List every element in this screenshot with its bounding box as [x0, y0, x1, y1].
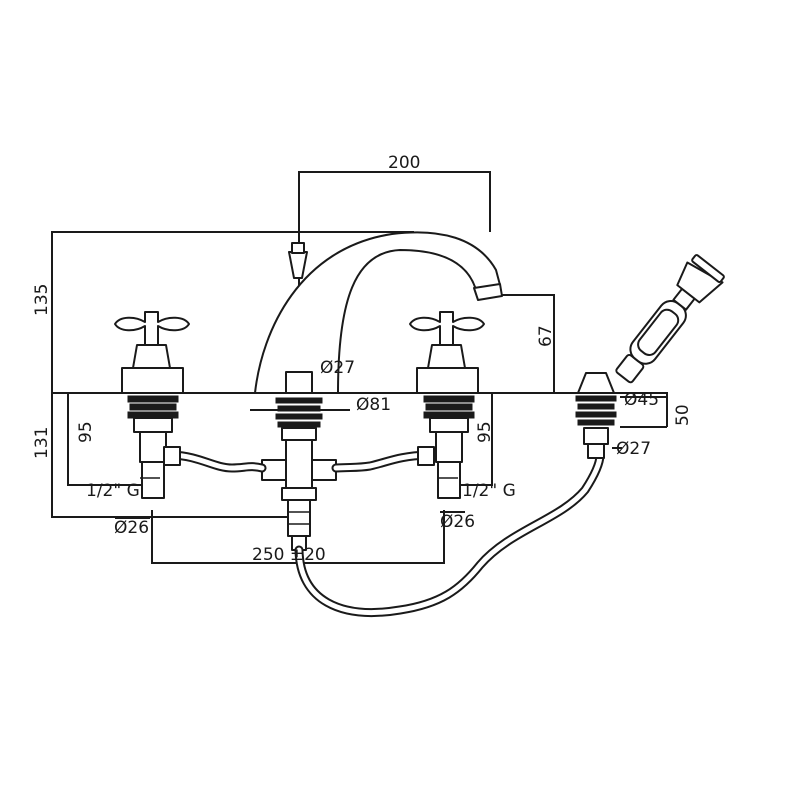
- label-tap-centres: 250 ±20: [252, 545, 326, 565]
- flexible-connectors: [163, 446, 435, 473]
- left-cross-handle-tap: [114, 311, 190, 499]
- label-thread-left: 1/2" G: [86, 481, 140, 501]
- central-manifold: [261, 397, 337, 551]
- label-spout-base-dia: Ø81: [356, 395, 391, 415]
- label-shower-holder-height: 50: [673, 404, 693, 426]
- label-thread-right: 1/2" G: [462, 481, 516, 501]
- shower-holder: [575, 372, 617, 459]
- right-cross-handle-tap: [409, 311, 485, 499]
- label-tap-shank-left: 95: [76, 421, 96, 443]
- label-shower-base-dia: Ø45: [624, 390, 659, 410]
- shower-handset: [615, 254, 725, 384]
- label-spout-height: 135: [32, 284, 52, 316]
- label-shower-shank-dia: Ø27: [616, 439, 651, 459]
- label-spout-reach: 200: [388, 153, 420, 173]
- label-shank-dia-left: Ø26: [114, 518, 149, 538]
- shower-hose: [294, 450, 605, 617]
- spout: [254, 231, 503, 394]
- label-tap-shank-right: 95: [475, 421, 495, 443]
- label-spout-shank-dia: Ø27: [320, 358, 355, 378]
- label-below-deck-total: 131: [32, 427, 52, 459]
- dimension-labels: 200 135 67 131 95 95 1/2" G 1/2" G Ø26 Ø…: [32, 153, 693, 565]
- label-shank-dia-right: Ø26: [440, 512, 475, 532]
- label-spout-outlet-height: 67: [536, 325, 556, 347]
